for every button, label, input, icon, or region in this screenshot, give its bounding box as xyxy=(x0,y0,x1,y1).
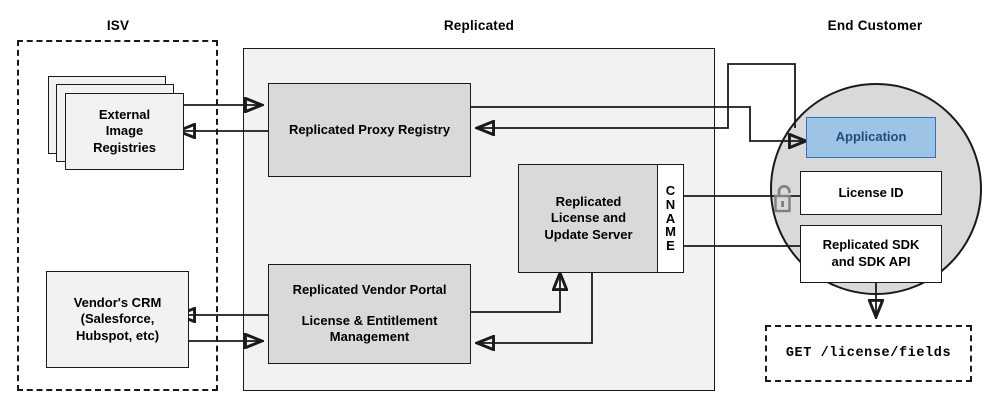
registry-line-2: Image xyxy=(105,123,144,139)
zone-title-replicated: Replicated xyxy=(443,18,515,33)
registry-line-3: Registries xyxy=(93,139,156,155)
license-server-line-3: Update Server xyxy=(544,226,633,242)
vendor-portal-title: Replicated Vendor Portal xyxy=(292,282,447,298)
cname-column: C N A M E xyxy=(657,164,684,273)
license-id-label: License ID xyxy=(838,184,904,200)
cname-letter-m: M xyxy=(665,224,676,240)
unlocked-padlock-icon xyxy=(769,182,799,216)
proxy-registry-label: Replicated Proxy Registry xyxy=(288,121,451,137)
replicated-vendor-portal-box[interactable]: Replicated Vendor Portal License & Entit… xyxy=(268,264,471,364)
external-image-registries[interactable]: External Image Registries xyxy=(65,93,184,170)
vendors-crm-box[interactable]: Vendor's CRM (Salesforce, Hubspot, etc) xyxy=(46,271,189,368)
external-image-registries-stack: External Image Registries xyxy=(48,76,184,170)
replicated-license-update-server-box[interactable]: Replicated License and Update Server xyxy=(518,164,659,273)
isv-boundary xyxy=(17,40,218,391)
sdk-line-2: and SDK API xyxy=(831,254,911,269)
application-box[interactable]: Application xyxy=(806,117,936,158)
zone-title-isv: ISV xyxy=(106,18,130,33)
cname-letter-a: A xyxy=(665,210,676,226)
cname-letter-n: N xyxy=(665,197,676,213)
replicated-sdk-box[interactable]: Replicated SDK and SDK API xyxy=(800,225,942,283)
license-server-line-1: Replicated xyxy=(555,193,622,209)
vendor-portal-sub-1: License & Entitlement xyxy=(301,312,438,328)
vendor-portal-sub-2: Management xyxy=(329,329,410,345)
api-call-label: GET /license/fields xyxy=(785,346,952,361)
license-id-box[interactable]: License ID xyxy=(800,171,942,215)
crm-line-3: Hubspot, etc) xyxy=(75,327,160,343)
replicated-proxy-registry-box[interactable]: Replicated Proxy Registry xyxy=(268,83,471,177)
license-server-line-2: License and xyxy=(550,210,627,226)
cname-letter-c: C xyxy=(665,183,676,199)
crm-line-2: (Salesforce, xyxy=(80,311,155,327)
sdk-line-1: Replicated SDK xyxy=(822,237,920,253)
api-call-box: GET /license/fields xyxy=(765,325,972,382)
application-label: Application xyxy=(835,129,907,145)
crm-line-1: Vendor's CRM xyxy=(73,294,162,310)
cname-letter-e: E xyxy=(666,237,675,253)
zone-title-end-customer: End Customer xyxy=(827,18,923,33)
registry-line-1: External xyxy=(98,106,151,122)
